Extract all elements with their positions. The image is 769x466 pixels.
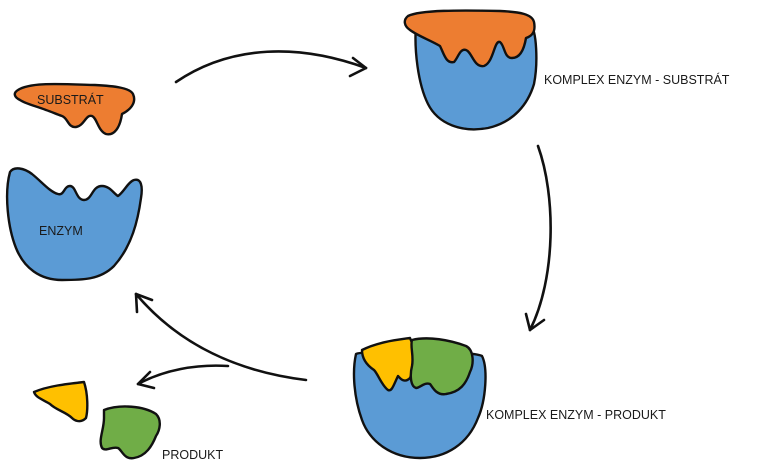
- arrow-to-complex-ep: [528, 144, 552, 332]
- arrow-to-complex-es: [174, 50, 368, 84]
- complex-ep-product-a-shape: [360, 336, 415, 392]
- arrow-to-products-head: [136, 370, 156, 390]
- complex-es-label: KOMPLEX ENZYM - SUBSTRÁT: [544, 72, 730, 87]
- product-label: PRODUKT: [162, 448, 223, 462]
- arrow-to-products: [136, 364, 230, 386]
- enzyme-label: ENZYM: [39, 224, 83, 238]
- arrow-to-complex-ep-head: [524, 312, 546, 332]
- substrate-label: SUBSTRÁT: [37, 92, 104, 107]
- enzyme-shape: [5, 167, 143, 282]
- arrow-to-enzyme: [134, 292, 308, 382]
- complex-ep-label: KOMPLEX ENZYM - PRODUKT: [486, 408, 666, 422]
- complex-es-substrate-shape: [403, 9, 536, 68]
- arrow-to-enzyme-head: [134, 292, 154, 314]
- arrow-to-complex-es-head: [348, 56, 368, 78]
- product-b-shape: [99, 405, 161, 460]
- complex-ep-product-b-shape: [409, 337, 474, 396]
- product-a-shape: [32, 380, 89, 423]
- substrate-shape: [13, 82, 136, 136]
